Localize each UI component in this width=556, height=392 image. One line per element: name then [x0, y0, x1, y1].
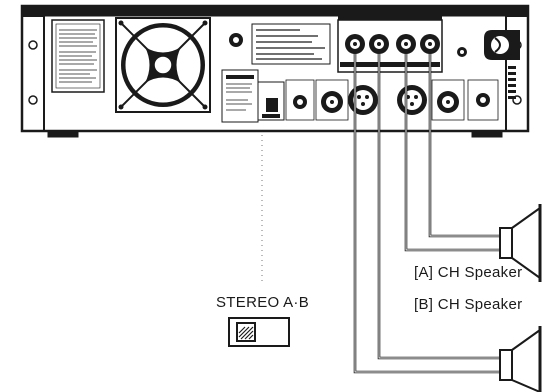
speaker-icon	[499, 326, 542, 392]
speaker-b-label: [B] CH Speaker	[414, 296, 523, 313]
stereo-mode-switch	[221, 69, 285, 123]
ac-power-inlet	[484, 30, 520, 99]
xlr-input-a	[348, 85, 378, 115]
switch-icon	[228, 317, 290, 347]
xlr-input-b	[397, 85, 427, 115]
input-b-section	[431, 79, 499, 121]
input-a-section	[285, 79, 349, 121]
speaker-output-terminals	[337, 16, 443, 73]
nameplate	[251, 23, 331, 65]
info-label-plate	[51, 19, 105, 93]
speaker-a-label: [A] CH Speaker	[414, 264, 523, 281]
stereo-switch-label: STEREO A·B	[216, 294, 310, 311]
ground-screw	[229, 33, 243, 47]
fan-icon	[115, 17, 211, 113]
fuse-holder	[457, 47, 467, 57]
speaker-icon	[499, 204, 542, 282]
